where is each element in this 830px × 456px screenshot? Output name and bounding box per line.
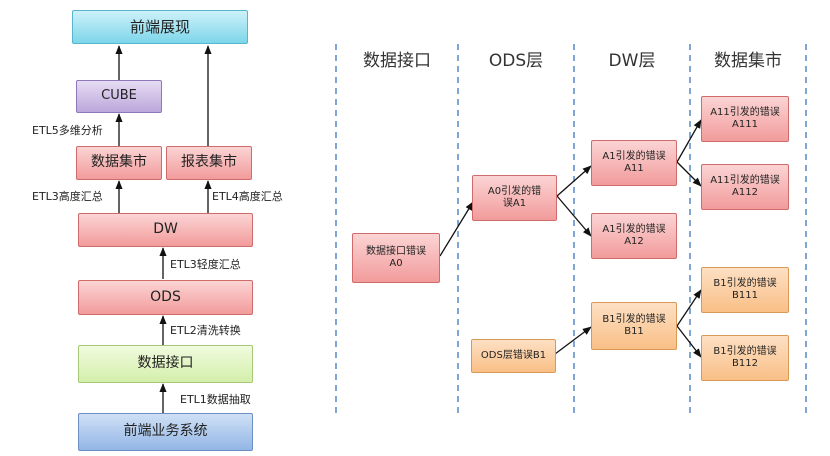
header-data-interface: 数据接口 bbox=[363, 51, 431, 71]
report-mart-box: 报表集市 bbox=[166, 146, 252, 180]
etl3-high-label: ETL3高度汇总 bbox=[32, 190, 103, 203]
arrow-a11-a112 bbox=[676, 161, 702, 187]
header-ods-layer: ODS层 bbox=[488, 51, 544, 71]
header-data-mart: 数据集市 bbox=[714, 51, 782, 71]
node-a12: A1引发的错误A12 bbox=[591, 213, 677, 259]
node-b1: ODS层错误B1 bbox=[471, 339, 556, 373]
etl4-label: ETL4高度汇总 bbox=[212, 190, 283, 203]
frontend-display-box: 前端展现 bbox=[72, 10, 248, 44]
data-interface-box: 数据接口 bbox=[78, 345, 253, 383]
arrow-a1-a12 bbox=[556, 195, 592, 237]
data-mart-box: 数据集市 bbox=[76, 146, 162, 180]
node-a11: A1引发的错误A11 bbox=[591, 140, 677, 186]
header-dw-layer: DW层 bbox=[608, 51, 656, 71]
column-separators bbox=[335, 44, 807, 418]
node-a0: 数据接口错误A0 bbox=[352, 233, 440, 283]
frontend-system-box: 前端业务系统 bbox=[78, 413, 253, 451]
ods-box: ODS bbox=[78, 280, 253, 315]
arrow-a11-a111 bbox=[676, 119, 702, 163]
arrow-a1-a11 bbox=[556, 165, 592, 197]
arrow-b1-b11 bbox=[554, 326, 592, 355]
etl5-label: ETL5多维分析 bbox=[32, 124, 103, 137]
arrow-a0-a1 bbox=[439, 201, 474, 257]
node-b11: B1引发的错误B11 bbox=[591, 302, 677, 350]
dw-box: DW bbox=[78, 213, 253, 247]
node-b111: B1引发的错误B111 bbox=[701, 267, 789, 313]
arrow-b11-b112 bbox=[676, 325, 702, 358]
etl3-light-label: ETL3轻度汇总 bbox=[170, 258, 241, 271]
node-a1: A0引发的错误A1 bbox=[472, 175, 557, 221]
etl2-label: ETL2清洗转换 bbox=[170, 324, 241, 337]
cube-box: CUBE bbox=[76, 80, 162, 113]
node-b112: B1引发的错误B112 bbox=[701, 335, 789, 381]
arrow-b11-b111 bbox=[676, 289, 702, 327]
etl1-label: ETL1数据抽取 bbox=[180, 393, 251, 406]
node-a111: A11引发的错误A111 bbox=[701, 96, 789, 142]
node-a112: A11引发的错误A112 bbox=[701, 164, 789, 210]
